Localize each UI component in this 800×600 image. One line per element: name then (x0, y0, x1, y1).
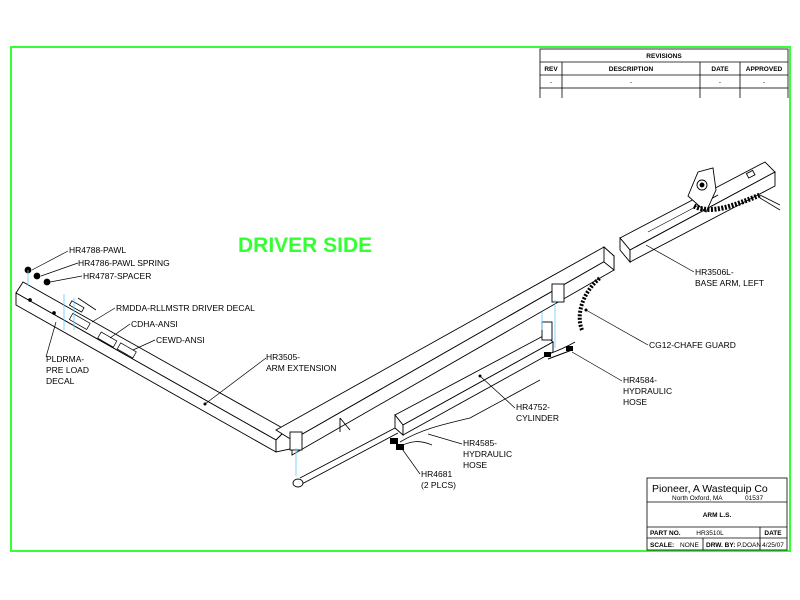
rev-row-approved: - (763, 79, 765, 86)
rev-row-date: - (719, 79, 721, 86)
label-pldrma-1: PLDRMA- (46, 354, 84, 364)
label-cdha: CDHA-ANSI (131, 319, 178, 329)
label-fitting-1: HR4681 (421, 469, 452, 479)
label-pawl: HR4788-PAWL (69, 245, 126, 255)
rev-col-description: DESCRIPTION (609, 66, 654, 73)
decal-plates (28, 298, 137, 359)
rev-row-description: - (630, 79, 632, 86)
drawn-by-label: DRW. BY: (706, 542, 735, 549)
label-base-arm-1: HR3506L- (695, 267, 734, 277)
label-hose-4585-1: HR4585- (463, 438, 497, 448)
label-pldrma-2: PRE LOAD (46, 365, 89, 375)
rev-col-approved: APPROVED (746, 66, 783, 73)
label-hose-4585-3: HOSE (463, 460, 487, 470)
pawl-parts (24, 266, 97, 313)
label-pawl-spring: HR4786-PAWL SPRING (78, 258, 170, 268)
alignment-lines (27, 270, 556, 476)
label-chafe-guard: CG12-CHAFE GUARD (649, 340, 736, 350)
company-zip: 01537 (745, 495, 763, 502)
drawn-by-value: P.DOAN (737, 542, 761, 549)
label-base-arm-2: BASE ARM, LEFT (695, 278, 764, 288)
base-arm-left (619, 161, 776, 264)
leader-lines (31, 244, 695, 475)
date-value: 4/25/07 (762, 542, 784, 549)
drawing-name: ARM L.S. (703, 512, 732, 519)
label-hose-4584-1: HR4584- (623, 375, 657, 385)
date-label: DATE (764, 530, 782, 537)
label-spacer: HR4787-SPACER (83, 271, 151, 281)
drawing-border (10, 46, 791, 552)
scale-label: SCALE: (650, 542, 674, 549)
part-no-label: PART NO. (650, 530, 681, 537)
hose-fittings (390, 346, 573, 450)
drawing-title: DRIVER SIDE (238, 234, 372, 257)
chafe-guard-upper (692, 192, 781, 212)
company-name: Pioneer, A Wastequip Co (652, 483, 768, 495)
label-arm-ext-1: HR3505- (266, 352, 300, 362)
leader-arrows (203, 308, 588, 406)
label-hose-4585-2: HYDRAULIC (463, 449, 512, 459)
label-arm-ext-2: ARM EXTENSION (266, 363, 336, 373)
rev-col-date: DATE (711, 66, 729, 73)
label-pldrma-3: DECAL (46, 376, 75, 386)
part-no-value: HR3510L (696, 530, 724, 537)
revisions-header: REVISIONS (646, 53, 682, 60)
cylinder (292, 334, 554, 488)
company-location: North Oxford, MA (672, 495, 723, 502)
label-fitting-2: (2 PLCS) (421, 480, 456, 490)
label-hose-4584-2: HYDRAULIC (623, 386, 672, 396)
rev-col-rev: REV (544, 66, 558, 73)
label-hose-4584-3: HOSE (623, 397, 647, 407)
rev-row-rev: - (550, 79, 552, 86)
label-cylinder-2: CYLINDER (516, 413, 559, 423)
label-driver-decal: RMDDA-RLLMSTR DRIVER DECAL (116, 303, 255, 313)
title-block (646, 477, 788, 551)
revisions-table (539, 48, 789, 98)
scale-value: NONE (680, 542, 699, 549)
label-cylinder-1: HR4752- (516, 402, 550, 412)
label-cewd: CEWD-ANSI (156, 335, 205, 345)
